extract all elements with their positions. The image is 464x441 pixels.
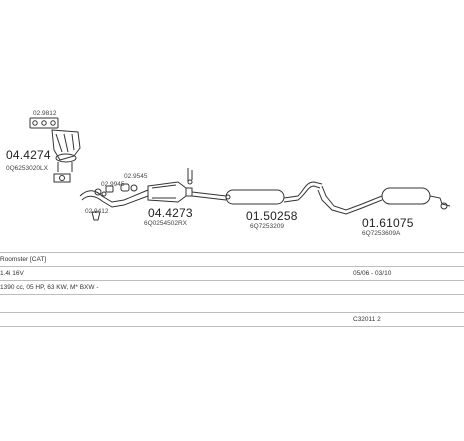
manifold-gasket-drawing <box>29 117 59 129</box>
info-row: 1.4i 16V 05/06 - 03/10 <box>0 266 464 281</box>
part-oem-code: 6Q7253209 <box>250 223 284 230</box>
catalog-code: C32011 2 <box>353 316 381 323</box>
part-number: 04.4273 <box>148 206 193 220</box>
clamp-drawing <box>91 183 138 221</box>
rear-silencer-drawing <box>381 187 451 210</box>
hanger-drawing <box>187 168 193 185</box>
front-pipe-drawing <box>79 181 193 208</box>
part-oem-code: 0Q6253020LX <box>6 165 48 172</box>
exhaust-parts-diagram: 02.9812 04.4274 0Q6253020LX 02.9945 02.9… <box>6 110 451 237</box>
flange-drawing <box>53 173 71 183</box>
rear-pipe-drawing <box>317 185 383 215</box>
small-part-number: 02.9545 <box>124 173 148 180</box>
small-part-number: 02.9812 <box>33 110 57 117</box>
info-row: Roomster [CAT] <box>0 252 464 267</box>
engine-details: 1390 cc, 05 HP, 63 KW, M* BXW - <box>0 284 99 291</box>
table-bottom-border <box>0 326 464 328</box>
part-number: 01.61075 <box>362 216 414 230</box>
part-number: 01.50258 <box>246 209 298 223</box>
part-oem-code: 6Q7253609A <box>362 230 401 237</box>
small-part-number: 02.9945 <box>101 181 125 188</box>
manifold-catalyst-drawing <box>51 129 81 172</box>
info-row <box>0 294 464 313</box>
small-part-number: 02.9412 <box>85 208 109 215</box>
exhaust-drawing <box>29 117 451 221</box>
vehicle-model: Roomster [CAT] <box>0 256 47 263</box>
part-oem-code: 6Q0254502RX <box>144 220 188 227</box>
middle-silencer-drawing <box>191 181 323 205</box>
production-years: 05/06 - 03/10 <box>353 270 392 277</box>
info-row: 1390 cc, 05 HP, 63 KW, M* BXW - <box>0 280 464 295</box>
engine-variant: 1.4i 16V <box>0 270 24 277</box>
part-number: 04.4274 <box>6 148 51 162</box>
info-row: C32011 2 <box>0 312 464 327</box>
